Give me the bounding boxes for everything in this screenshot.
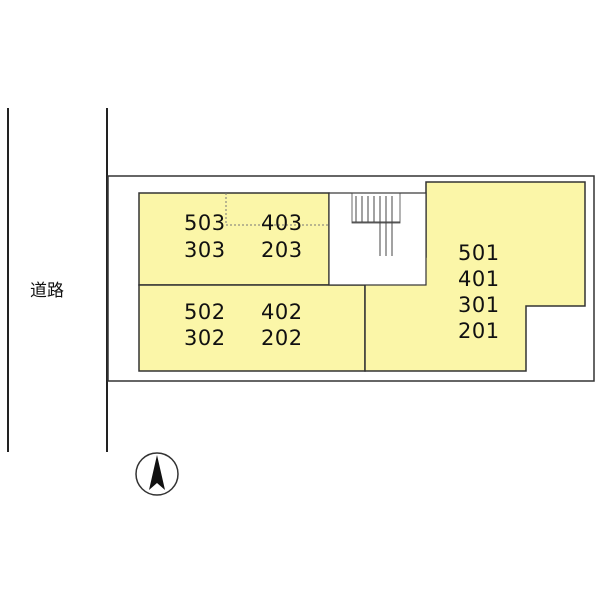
building-footprint: [138, 181, 586, 372]
unit-label: 301: [458, 293, 500, 317]
unit-label: 502: [184, 300, 226, 324]
unit-label: 501: [458, 241, 500, 265]
unit-label: 203: [261, 238, 303, 262]
unit-label: 402: [261, 300, 303, 324]
north-arrow-icon: [135, 452, 179, 496]
unit-label: 303: [184, 238, 226, 262]
dotted-partition: [225, 193, 329, 226]
unit-label: 403: [261, 211, 303, 235]
unit-label: 503: [184, 211, 226, 235]
upper-block: [138, 192, 330, 286]
unit-label: 202: [261, 326, 303, 350]
lower-block: [138, 284, 366, 372]
staircase: [328, 192, 427, 286]
road-label: 道路: [30, 281, 64, 301]
unit-label: 302: [184, 326, 226, 350]
stair-well: [328, 192, 427, 286]
unit-label: 401: [458, 267, 500, 291]
unit-label: 201: [458, 319, 500, 343]
stair-outline: [351, 192, 401, 224]
